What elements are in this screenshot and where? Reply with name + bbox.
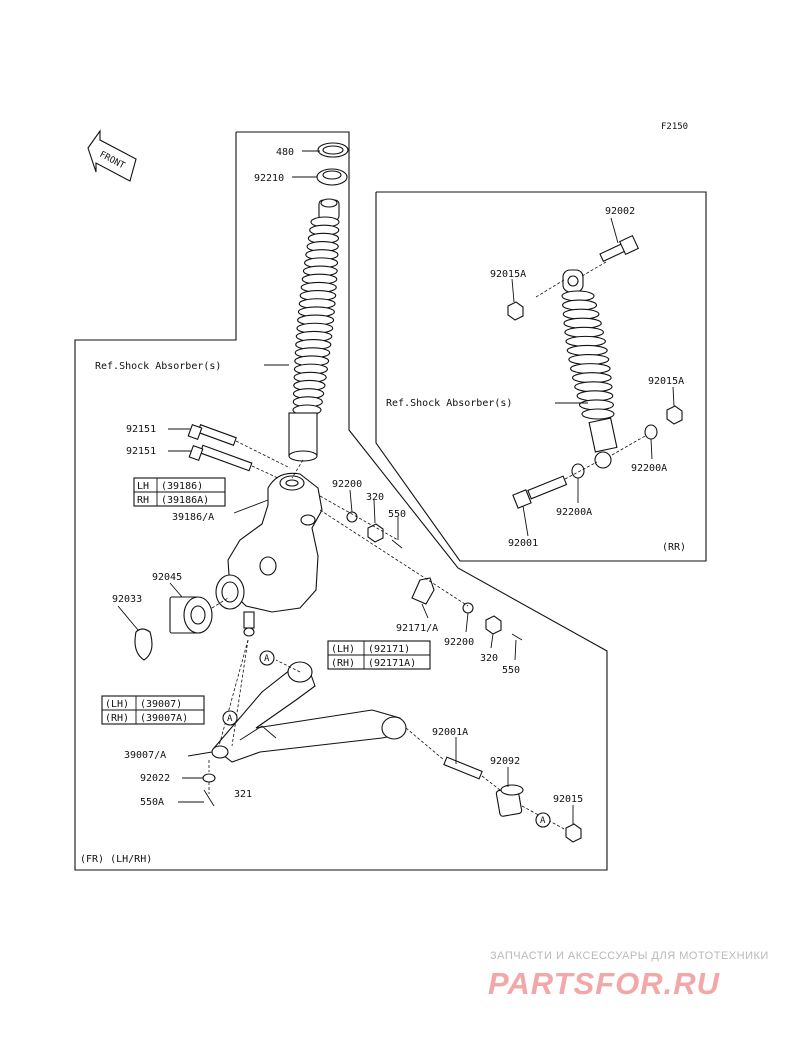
label-92015: 92015 <box>553 794 583 805</box>
spring-coil <box>570 363 611 375</box>
table-knuckle: LH (39186) RH (39186A) <box>133 477 226 507</box>
bolt-92001a <box>443 756 483 780</box>
nut-320 <box>367 523 384 543</box>
svg-text:(92171A): (92171A) <box>368 658 416 669</box>
label-92092: 92092 <box>490 756 520 767</box>
svg-text:RH: RH <box>137 495 149 506</box>
svg-text:(LH): (LH) <box>105 699 129 710</box>
part-labels: 480 92210 Ref.Shock Absorber(s) 92151 92… <box>80 147 686 865</box>
svg-text:(LH): (LH) <box>331 644 355 655</box>
front-caption: (FR) (LH/RH) <box>80 854 152 865</box>
pin-550 <box>391 539 403 549</box>
label-39007a: 39007/A <box>124 750 166 761</box>
spring-coil <box>562 308 600 320</box>
bearing-92045 <box>169 596 213 634</box>
nut-320b <box>485 615 502 635</box>
svg-text:LH: LH <box>137 481 149 492</box>
spring-coil <box>564 326 604 338</box>
spring-coil <box>574 381 613 393</box>
alignment-lines <box>208 261 646 831</box>
front-shock-absorber <box>288 142 349 462</box>
label-r92200a-1: 92200A <box>631 463 667 474</box>
svg-text:(RH): (RH) <box>105 713 129 724</box>
label-92171a: 92171/A <box>396 623 438 634</box>
svg-text:A: A <box>227 714 233 724</box>
svg-text:(39007): (39007) <box>140 699 182 710</box>
bushing-92092 <box>495 784 524 817</box>
label-321: 321 <box>234 789 252 800</box>
a-arm-39007 <box>211 661 407 763</box>
spring-coil <box>572 372 612 384</box>
label-92033: 92033 <box>112 594 142 605</box>
washer-92200 <box>346 511 358 523</box>
nut-92015 <box>565 823 582 843</box>
label-320b: 320 <box>480 653 498 664</box>
label-92151-a: 92151 <box>126 424 156 435</box>
label-r92015a-1: 92015A <box>490 269 526 280</box>
svg-text:(RH): (RH) <box>331 658 355 669</box>
table-arm: (LH) (39007) (RH) (39007A) <box>101 695 205 725</box>
rear-frame <box>375 191 707 562</box>
rear-shock-absorber <box>507 234 683 509</box>
circlip-92033 <box>134 628 153 661</box>
spring-coil <box>568 353 610 366</box>
svg-text:(39186): (39186) <box>161 481 203 492</box>
front-frame <box>74 131 608 871</box>
rear-caption: (RR) <box>662 542 686 553</box>
label-92151-b: 92151 <box>126 446 156 457</box>
label-ref-shock-rear: Ref.Shock Absorber(s) <box>386 398 512 409</box>
spring-coil <box>576 390 614 402</box>
label-550: 550 <box>388 509 406 520</box>
label-92210: 92210 <box>254 173 284 184</box>
label-r92015a-2: 92015A <box>648 376 684 387</box>
leader-lines <box>117 150 675 824</box>
label-ref-shock-front: Ref.Shock Absorber(s) <box>95 361 221 372</box>
callout-a-circles: A A A <box>222 650 551 828</box>
label-r92002: 92002 <box>605 206 635 217</box>
label-92200b: 92200 <box>444 637 474 648</box>
label-320: 320 <box>366 492 384 503</box>
spring-coil <box>581 408 615 420</box>
watermark-logo: PARTSFOR.RU <box>488 966 721 1001</box>
label-92022: 92022 <box>140 773 170 784</box>
washer-92022 <box>202 773 216 783</box>
label-92200: 92200 <box>332 479 362 490</box>
table-bracket: (LH) (92171) (RH) (92171A) <box>327 640 431 670</box>
bolt-92151 <box>187 423 253 472</box>
figure-code: F2150 <box>661 122 688 132</box>
bracket-92171 <box>411 577 435 605</box>
knuckle-39186 <box>215 472 323 637</box>
spring-coil <box>565 335 606 347</box>
spring-coil <box>562 299 598 311</box>
pin-550a <box>203 789 215 807</box>
label-r92001: 92001 <box>508 538 538 549</box>
spring-coil <box>566 344 608 357</box>
spring-coil <box>578 399 614 411</box>
label-550b: 550 <box>502 665 520 676</box>
front-arrow-icon: FRONT <box>87 129 137 182</box>
label-92045: 92045 <box>152 572 182 583</box>
watermark-tagline: ЗАПЧАСТИ И АКСЕССУАРЫ ДЛЯ МОТОТЕХНИКИ <box>490 950 769 962</box>
svg-text:(39007A): (39007A) <box>140 713 188 724</box>
label-480: 480 <box>276 147 294 158</box>
spring-coil <box>561 290 595 302</box>
label-39186a: 39186/A <box>172 512 214 523</box>
spring-coil <box>563 317 602 329</box>
pin-550b <box>511 633 523 641</box>
svg-text:A: A <box>264 654 270 664</box>
svg-text:(92171): (92171) <box>368 644 410 655</box>
label-r92200a-2: 92200A <box>556 507 592 518</box>
washer-92200b <box>462 602 474 614</box>
svg-text:(39186A): (39186A) <box>161 495 209 506</box>
label-92001a: 92001A <box>432 727 468 738</box>
svg-text:A: A <box>540 816 546 826</box>
label-550a: 550A <box>140 797 164 808</box>
